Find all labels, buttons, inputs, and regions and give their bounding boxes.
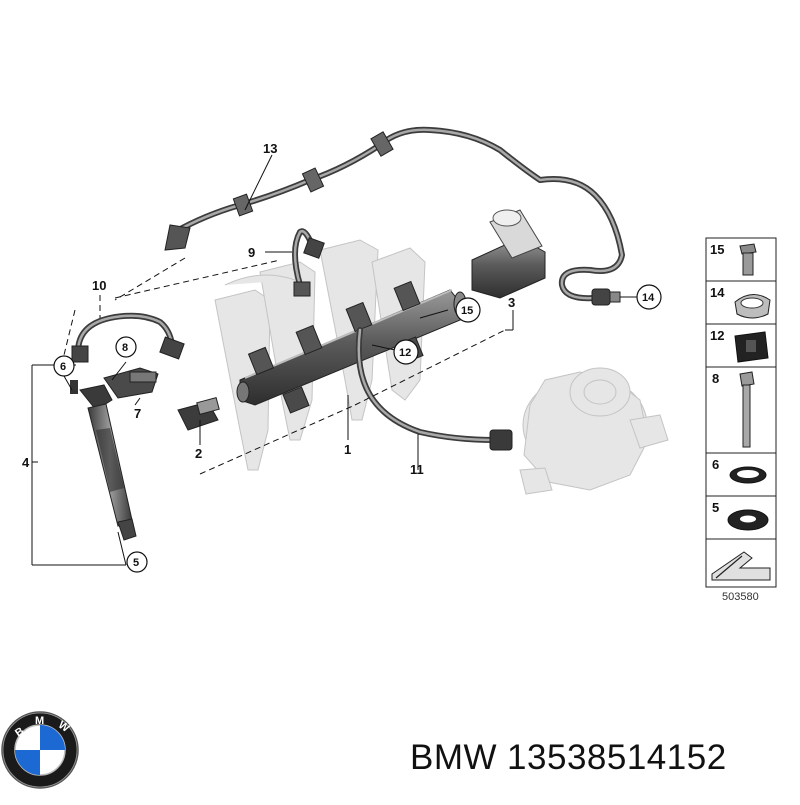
bolt-icon — [739, 243, 757, 276]
sensor-2 — [177, 397, 220, 431]
hp-line-11 — [355, 327, 513, 451]
return-line-13 — [164, 126, 625, 306]
bmw-logo: B M W — [1, 711, 79, 789]
injector-line-10 — [71, 312, 185, 363]
callout-5: 5 — [133, 557, 139, 569]
fuel-rail-1 — [236, 280, 467, 414]
callout-14: 14 — [642, 292, 655, 304]
callout-13: 13 — [263, 141, 277, 156]
legend-label-6: 6 — [712, 457, 719, 472]
rubber-mount-icon — [734, 331, 769, 363]
callout-10: 10 — [92, 278, 106, 293]
callout-2: 2 — [195, 446, 202, 461]
svg-text:M: M — [35, 715, 44, 727]
injector-4 — [70, 380, 137, 541]
diagram-number: 503580 — [722, 591, 759, 603]
legend-label-15: 15 — [710, 242, 724, 257]
callout-12: 12 — [399, 347, 411, 359]
parts-legend: 15 14 12 8 6 5 — [705, 237, 777, 603]
ghost-pump — [519, 367, 669, 495]
injector-line-9 — [292, 228, 325, 297]
reference-arrow-icon — [711, 551, 771, 581]
legend-label-12: 12 — [710, 328, 724, 343]
legend-label-14: 14 — [710, 285, 725, 300]
callout-3: 3 — [508, 295, 515, 310]
brand-name: BMW — [410, 738, 498, 777]
sensor-7 — [103, 367, 159, 399]
callout-9: 9 — [248, 245, 255, 260]
legend-label-5: 5 — [712, 500, 719, 515]
o-ring-icon — [729, 466, 767, 484]
callout-8: 8 — [122, 342, 128, 354]
washer-icon — [727, 509, 769, 531]
callout-7: 7 — [134, 406, 141, 421]
pressure-regulator-3 — [471, 209, 546, 299]
callout-11: 11 — [410, 462, 424, 477]
callout-15: 15 — [461, 305, 473, 317]
callout-1: 1 — [344, 442, 351, 457]
hose-clamp-icon — [734, 294, 771, 319]
callouts: 13 9 10 3 4 7 2 1 11 6 8 5 12 15 14 — [22, 141, 662, 573]
long-bolt-icon — [739, 371, 755, 448]
part-number: 13538514152 — [507, 738, 727, 777]
callout-4: 4 — [22, 455, 30, 470]
callout-6: 6 — [60, 361, 66, 373]
legend-label-8: 8 — [712, 371, 719, 386]
